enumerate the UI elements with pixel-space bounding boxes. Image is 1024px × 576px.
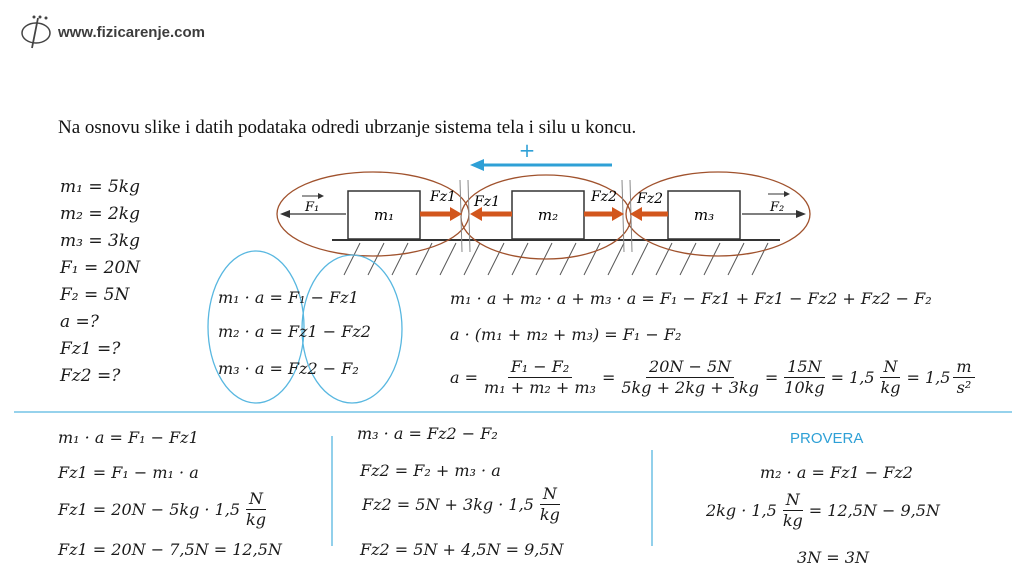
tension-fz2-label-left: Fz2: [590, 189, 617, 205]
col2-line-4: Fz2 = 5N + 4,5N = 9,5N: [360, 540, 564, 559]
ground-hatching: [343, 242, 769, 276]
solution-line-1: m₁ · a + m₂ · a + m₃ · a = F₁ − Fz1 + Fz…: [450, 289, 932, 308]
solution-lhs: a =: [450, 368, 479, 387]
given-item: m₁ = 5kg: [60, 177, 140, 197]
col1-line-1: m₁ · a = F₁ − Fz1: [58, 428, 199, 447]
check-title: PROVERA: [790, 430, 864, 447]
given-item: F₂ = 5N: [60, 285, 130, 305]
ellipse-body3: [625, 171, 811, 257]
circled-equation-3: m₃ · a = Fz2 − F₂: [218, 359, 359, 378]
tension-fz1-label-left: Fz1: [429, 189, 456, 205]
given-item: F₁ = 20N: [60, 258, 141, 278]
col1-line-4: Fz1 = 20N − 7,5N = 12,5N: [58, 540, 282, 559]
block-m1: [347, 190, 421, 240]
circled-equation-1: m₁ · a = F₁ − Fz1: [218, 288, 359, 307]
force-f2-label: F₂: [769, 200, 784, 215]
task-statement: Na osnovu slike i datih podataka odredi …: [58, 117, 637, 138]
given-item: m₂ = 2kg: [60, 204, 140, 224]
force-f1-label: F₁: [304, 200, 319, 215]
solution-line-2: a · (m₁ + m₂ + m₃) = F₁ − F₂: [450, 325, 682, 344]
given-item: m₃ = 3kg: [60, 231, 140, 251]
value-2: = 1,5: [906, 368, 951, 387]
block-m3: [667, 190, 741, 240]
logo: [14, 12, 58, 52]
direction-arrow-head: [470, 159, 484, 171]
col2-line-1: m₃ · a = Fz2 − F₂: [357, 424, 498, 443]
logo-icon: [21, 15, 51, 49]
given-item: a =?: [60, 312, 99, 332]
circle-right: [301, 254, 403, 404]
given-item: Fz2 =?: [60, 366, 121, 386]
col2-line-2: Fz2 = F₂ + m₃ · a: [360, 461, 501, 480]
circled-equation-2: m₂ · a = Fz1 − Fz2: [218, 322, 371, 341]
given-list: m₁ = 5kg m₂ = 2kg m₃ = 3kg F₁ = 20N F₂ =…: [60, 174, 140, 390]
given-item: Fz1 =?: [60, 339, 121, 359]
block-m3-label: m₃: [694, 206, 714, 224]
block-m2-label: m₂: [538, 206, 558, 224]
tension-fz1-label-right: Fz1: [473, 194, 500, 210]
value-1: = 1,5: [830, 368, 875, 387]
direction-sign: +: [519, 138, 536, 162]
circle-left: [207, 250, 305, 404]
col1-line-2: Fz1 = F₁ − m₁ · a: [58, 463, 199, 482]
col3-line-1: m₂ · a = Fz1 − Fz2: [760, 463, 913, 482]
col3-line-3: 3N = 3N: [797, 548, 869, 567]
tension-fz2-label-right: Fz2: [636, 191, 663, 207]
block-m1-label: m₁: [374, 206, 394, 224]
site-url[interactable]: www.fizicarenje.com: [58, 24, 205, 41]
